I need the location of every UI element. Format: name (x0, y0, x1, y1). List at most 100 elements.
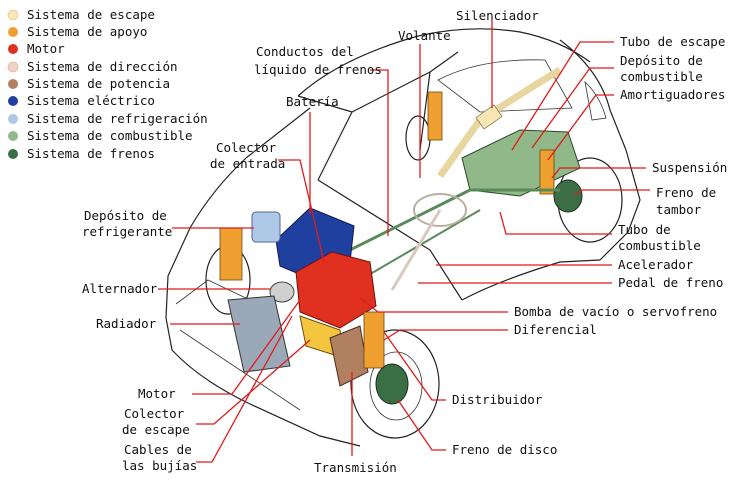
legend-swatch-escape (7, 9, 19, 21)
legend-label-motor: Motor (27, 41, 65, 56)
label-colector-escape-2: de escape (122, 422, 190, 437)
legend-swatch-direccion (7, 61, 19, 73)
legend-swatch-refrigeracion (8, 114, 18, 124)
label-colector-entrada-2: de entrada (210, 156, 285, 171)
legend-item-electrico: Sistema eléctrico (8, 93, 155, 108)
label-motor: Motor (138, 386, 176, 401)
legend-swatch-potencia (8, 79, 18, 89)
leader-conductos (370, 69, 389, 236)
legend-swatch-electrico (8, 96, 18, 106)
legend-label-apoyo: Sistema de apoyo (27, 24, 147, 39)
label-silenciador: Silenciador (456, 8, 539, 23)
label-tubo-comb-2: combustible (618, 238, 701, 253)
steering-wheel (413, 193, 467, 227)
leader-cables (196, 315, 293, 463)
legend-item-combustible: Sistema de combustible (8, 128, 193, 143)
rear-pillar (559, 39, 627, 151)
exhaust-pipe (437, 66, 562, 179)
label-freno-disco: Freno de disco (452, 442, 557, 457)
headlight-left (175, 279, 251, 305)
a-pillar-left (245, 107, 311, 159)
b-pillar (419, 71, 431, 151)
legend-swatch-frenos (8, 149, 18, 159)
drum-brake (553, 179, 583, 213)
label-freno-tambor-1: Freno de (656, 185, 716, 200)
rear-shock-left (427, 91, 443, 141)
label-amortiguadores: Amortiguadores (620, 87, 725, 102)
front-wheel-arch (350, 329, 440, 439)
legend: Sistema de escape Sistema de apoyo Motor… (7, 7, 208, 161)
label-pedal-freno: Pedal de freno (618, 275, 723, 290)
disc-brake (375, 363, 409, 405)
legend-label-frenos: Sistema de frenos (27, 146, 155, 161)
radiator (227, 295, 291, 373)
steering-column (390, 209, 442, 291)
legend-item-direccion: Sistema de dirección (7, 59, 178, 74)
legend-item-apoyo: Sistema de apoyo (8, 24, 147, 39)
label-bateria: Batería (286, 94, 339, 109)
leader-amortiguadores (547, 94, 614, 161)
label-colector-escape-1: Colector (124, 406, 185, 421)
label-alternador: Alternador (82, 281, 158, 296)
legend-item-potencia: Sistema de potencia (8, 76, 170, 91)
legend-label-potencia: Sistema de potencia (27, 76, 170, 91)
leader-distribuidor (383, 331, 446, 401)
leader-freno-disco (397, 399, 446, 451)
legend-item-escape: Sistema de escape (7, 7, 155, 22)
legend-label-electrico: Sistema eléctrico (27, 93, 155, 108)
label-bomba: Bomba de vacío o servofreno (514, 304, 717, 319)
legend-item-refrigeracion: Sistema de refrigeración (8, 111, 208, 126)
components (219, 66, 583, 405)
leader-tubo-escape (511, 41, 614, 151)
label-tubo-escape: Tubo de escape (620, 34, 725, 49)
front-coil-spring-right (363, 311, 385, 369)
leader-bomba (359, 297, 508, 313)
a-pillar-right (317, 111, 353, 181)
label-deposito-refr-1: Depósito de (84, 208, 167, 223)
bumper-crease (179, 329, 301, 411)
label-conductos-1: Conductos del (256, 44, 354, 59)
fuel-line (329, 188, 560, 262)
label-volante: Volante (398, 28, 451, 43)
label-cables-2: las bujías (122, 458, 197, 473)
roof-line (297, 28, 591, 97)
leader-tubo-comb (499, 211, 612, 235)
label-radiador: Radiador (96, 316, 157, 331)
label-cables-1: Cables de (124, 442, 192, 457)
windshield-top (297, 51, 459, 113)
leader-lines (158, 20, 650, 463)
leader-motor (192, 299, 301, 395)
label-deposito-comb-1: Depósito de (620, 53, 703, 68)
rear-left-wheel (405, 115, 431, 161)
leader-deposito-comb (531, 67, 614, 149)
front-bumper (165, 317, 361, 447)
leader-freno-tambor (573, 189, 650, 197)
legend-label-refrigeracion: Sistema de refrigeración (27, 111, 208, 126)
label-deposito-comb-2: combustible (620, 69, 703, 84)
label-deposito-refr-2: refrigerante (82, 224, 172, 239)
label-transmision: Transmisión (314, 460, 397, 475)
legend-label-combustible: Sistema de combustible (27, 128, 193, 143)
legend-item-frenos: Sistema de frenos (8, 146, 155, 161)
rear-window (584, 80, 607, 121)
legend-swatch-combustible (8, 131, 18, 141)
legend-item-motor: Motor (8, 41, 65, 56)
leader-colector-entrada (278, 159, 325, 263)
leader-colector-escape (196, 339, 311, 425)
label-suspension: Suspensión (652, 160, 727, 175)
legend-label-escape: Sistema de escape (27, 7, 155, 22)
leader-suspension (551, 167, 646, 179)
rear-corner (599, 149, 641, 261)
label-conductos-2: líquido de frenos (254, 62, 382, 77)
labels: Silenciador Volante Conductos del líquid… (82, 8, 727, 475)
transmission (329, 325, 369, 387)
label-diferencial: Diferencial (514, 322, 597, 337)
muffler (475, 104, 503, 130)
label-colector-entrada-1: Colector (216, 140, 277, 155)
label-distribuidor: Distribuidor (452, 392, 543, 407)
legend-label-direccion: Sistema de dirección (27, 59, 178, 74)
legend-swatch-apoyo (8, 27, 18, 37)
label-tubo-comb-1: Tubo de (618, 222, 671, 237)
engine-block (295, 251, 377, 329)
